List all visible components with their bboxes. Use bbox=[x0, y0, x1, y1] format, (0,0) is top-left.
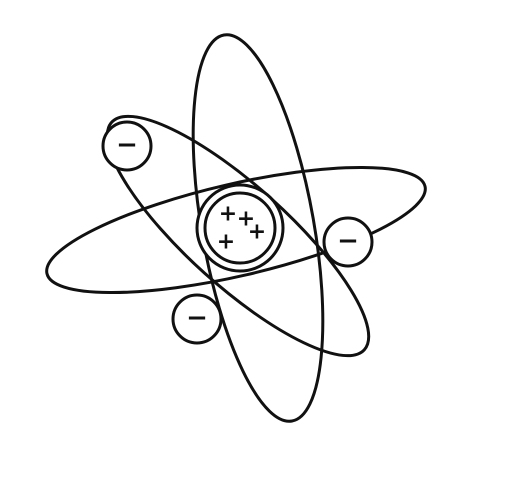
electron-sign: − bbox=[186, 303, 208, 333]
electron-sign: − bbox=[116, 130, 138, 160]
electron: − bbox=[101, 120, 153, 172]
proton-sign: + bbox=[237, 207, 255, 232]
electron: − bbox=[171, 293, 223, 345]
electron-circle bbox=[101, 120, 153, 172]
electron: − bbox=[322, 216, 374, 268]
electron-circle bbox=[322, 216, 374, 268]
electron-circle bbox=[171, 293, 223, 345]
proton-sign: + bbox=[217, 230, 235, 255]
orbit-horizontal bbox=[45, 165, 427, 295]
electron-sign: − bbox=[337, 226, 359, 256]
electrons-group: − − − bbox=[101, 120, 374, 345]
nucleus: + + + + bbox=[195, 183, 285, 273]
proton-sign: + bbox=[219, 202, 237, 227]
proton-sign: + bbox=[248, 220, 266, 245]
nucleus-inner-ring bbox=[203, 191, 277, 265]
